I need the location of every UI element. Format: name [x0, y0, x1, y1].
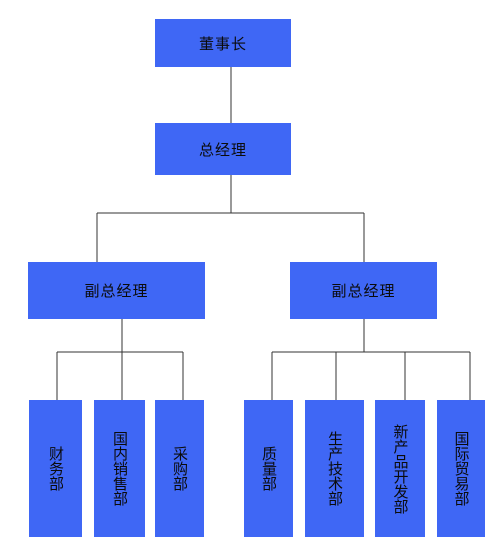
node-dept-domestic-sales: 国内销售部 — [94, 400, 145, 537]
node-dept-intl-trade: 国际贸易部 — [437, 400, 485, 537]
node-general-manager: 总经理 — [155, 123, 291, 175]
node-vp-right: 副总经理 — [290, 262, 437, 319]
node-dept-purchasing: 采购部 — [155, 400, 204, 537]
node-dept-new-product-dev: 新产品开发部 — [375, 400, 425, 537]
node-chairman: 董事长 — [155, 19, 291, 67]
node-vp-left: 副总经理 — [28, 262, 205, 319]
node-dept-production-tech: 生产技术部 — [305, 400, 364, 537]
node-dept-finance: 财务部 — [29, 400, 82, 537]
node-dept-quality: 质量部 — [244, 400, 293, 537]
